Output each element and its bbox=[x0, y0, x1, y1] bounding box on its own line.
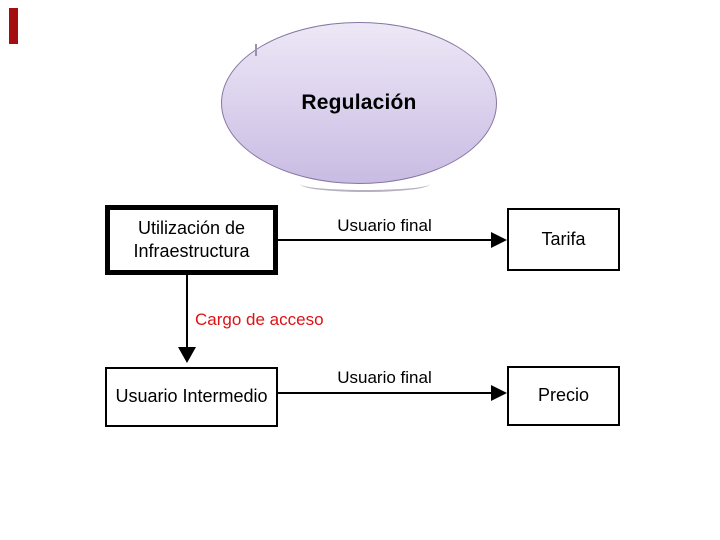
tick-artifact bbox=[255, 44, 257, 56]
node-infrastructure: Utilización de Infraestructura bbox=[105, 205, 278, 275]
edge-label-usuario-final-bottom: Usuario final bbox=[337, 368, 432, 387]
node-infrastructure-line1: Utilización de bbox=[137, 217, 246, 238]
arrow-intermediate-to-precio-head-icon bbox=[491, 385, 507, 401]
arrow-infra-to-intermediate-head-icon bbox=[178, 347, 196, 363]
node-precio: Precio bbox=[507, 366, 620, 426]
node-intermediate: Usuario Intermedio bbox=[105, 367, 278, 427]
arrow-intermediate-to-precio-shaft bbox=[278, 392, 491, 394]
node-intermediate-label: Usuario Intermedio bbox=[115, 386, 268, 407]
ellipse-shadow bbox=[300, 176, 430, 192]
arrow-infra-to-tarifa-shaft bbox=[278, 239, 491, 241]
edge-label-usuario-final-top: Usuario final bbox=[337, 216, 432, 235]
red-marker-shape bbox=[9, 8, 18, 44]
node-infrastructure-line2: Infraestructura bbox=[133, 241, 250, 261]
edge-label-cargo-de-acceso: Cargo de acceso bbox=[195, 310, 324, 329]
node-tarifa: Tarifa bbox=[507, 208, 620, 271]
node-tarifa-label: Tarifa bbox=[541, 228, 586, 249]
regulation-label: Regulación bbox=[301, 91, 417, 114]
node-precio-label: Precio bbox=[537, 385, 590, 406]
arrow-infra-to-tarifa-head-icon bbox=[491, 232, 507, 248]
regulation-ellipse: Regulación bbox=[221, 22, 497, 184]
arrow-infra-to-intermediate-shaft bbox=[186, 275, 188, 348]
